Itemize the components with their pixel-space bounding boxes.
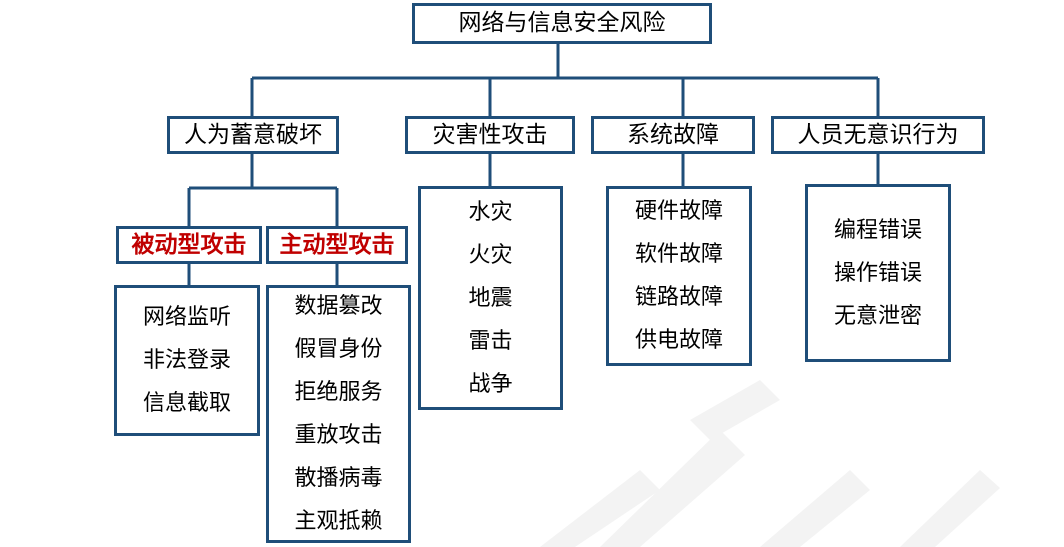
list-item: 链路故障 [634, 285, 723, 310]
list-item: 战争 [468, 371, 513, 397]
category-system-failure: 系统故障 [591, 116, 755, 154]
list-item: 主观抵赖 [294, 509, 383, 534]
category-unintentional-behavior: 人员无意识行为 [771, 116, 985, 154]
list-item: 信息截取 [142, 391, 231, 416]
list-item: 软件故障 [634, 242, 723, 267]
list-item: 无意泄密 [833, 303, 922, 329]
list-item: 供电故障 [634, 328, 723, 353]
leaf-list-system-failure: 硬件故障 软件故障 链路故障 供电故障 [606, 186, 752, 366]
list-item: 数据篡改 [294, 294, 383, 319]
leaf-list-disaster-attack: 水灾 火灾 地震 雷击 战争 [418, 186, 563, 410]
root-node: 网络与信息安全风险 [412, 3, 712, 44]
subcategory-active-attack: 主动型攻击 [266, 226, 408, 264]
category-deliberate-damage: 人为蓄意破坏 [167, 116, 339, 154]
subcategory-passive-attack: 被动型攻击 [116, 226, 262, 264]
list-item: 网络监听 [142, 305, 231, 330]
list-item: 非法登录 [142, 348, 231, 373]
leaf-list-active-attack: 数据篡改 假冒身份 拒绝服务 重放攻击 散播病毒 主观抵赖 [266, 285, 411, 543]
list-item: 硬件故障 [634, 199, 723, 224]
list-item: 水灾 [468, 199, 513, 225]
list-item: 火灾 [468, 242, 513, 268]
leaf-list-unintentional-behavior: 编程错误 操作错误 无意泄密 [805, 184, 951, 362]
list-item: 散播病毒 [294, 466, 383, 491]
list-item: 雷击 [468, 328, 513, 354]
list-item: 编程错误 [833, 217, 922, 243]
list-item: 拒绝服务 [294, 380, 383, 405]
list-item: 假冒身份 [294, 337, 383, 362]
list-item: 地震 [468, 285, 513, 311]
list-item: 操作错误 [833, 260, 922, 286]
category-disaster-attack: 灾害性攻击 [405, 116, 575, 154]
leaf-list-passive-attack: 网络监听 非法登录 信息截取 [114, 285, 260, 436]
list-item: 重放攻击 [294, 423, 383, 448]
